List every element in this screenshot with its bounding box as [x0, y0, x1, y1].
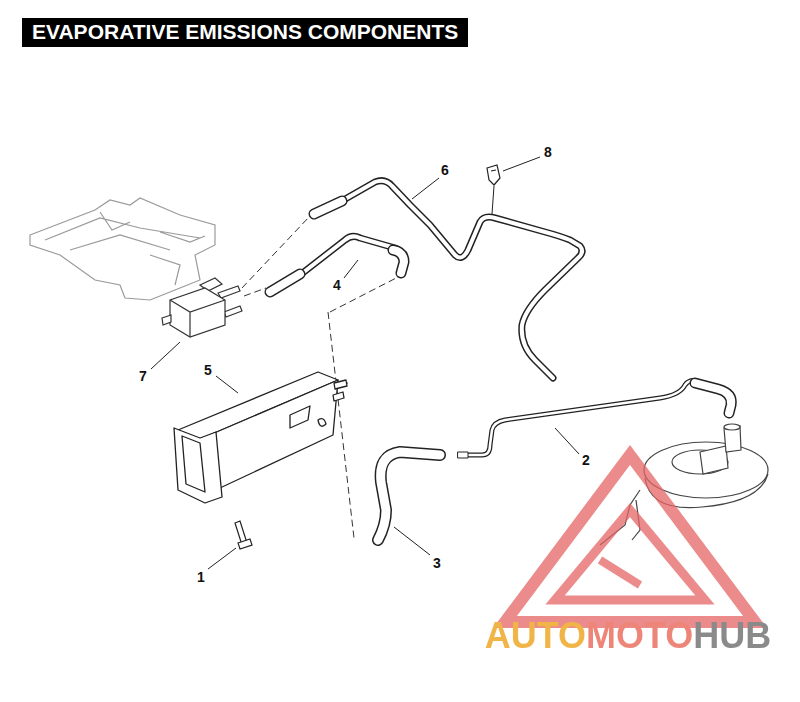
callout-number: 5: [204, 362, 212, 378]
leader-line: [412, 178, 439, 199]
canister-cap: [174, 428, 222, 503]
module-port: [724, 424, 740, 430]
clip-body: [487, 165, 500, 185]
callout-number: 4: [333, 277, 341, 293]
solenoid-port: [224, 306, 242, 317]
hose-sleeve: [270, 274, 300, 292]
canister-port: [334, 380, 347, 389]
purge-hose: [270, 236, 405, 292]
leader-lines: [151, 157, 579, 569]
hose-sleeve: [314, 201, 342, 214]
leader-line: [216, 376, 238, 393]
canister-hose: [378, 452, 440, 540]
hose-sleeve: [270, 274, 300, 292]
connector-clip: [487, 165, 500, 214]
bolt-head: [238, 539, 252, 549]
watermark-logo: [505, 455, 755, 622]
module-connector: [700, 446, 728, 474]
tube-outline: [318, 181, 582, 378]
tube-fill: [318, 181, 582, 378]
solenoid-port: [162, 315, 171, 325]
tube-outline: [378, 452, 440, 540]
canister-port: [318, 419, 326, 427]
callout-number: 7: [139, 368, 147, 384]
hose-sleeve: [314, 201, 342, 214]
canister-label: [290, 406, 310, 428]
hose-sleeve: [695, 383, 731, 413]
title-banner: EVAPORATIVE EMISSIONS COMPONENTS: [22, 18, 468, 47]
clip-detail: [491, 170, 496, 171]
hose-sleeve: [695, 383, 731, 413]
bracket-detail: [45, 212, 205, 285]
leader-line: [394, 527, 430, 555]
callout-number: 6: [441, 162, 449, 178]
callout-number: 8: [544, 144, 552, 160]
solenoid-edge: [170, 300, 225, 337]
logo-triangle: [555, 510, 705, 600]
canister-port: [333, 392, 344, 401]
leader-line: [555, 428, 579, 454]
pipe-fitting: [458, 452, 468, 458]
dashed-line: [244, 288, 266, 296]
hose-sleeve: [393, 250, 404, 273]
bolt: [235, 521, 252, 549]
ecm-bracket: [30, 198, 215, 300]
leader-line: [503, 157, 540, 171]
logo-stroke: [600, 560, 640, 585]
callout-number: 1: [197, 569, 205, 585]
vapor-tube: [314, 181, 582, 378]
solenoid-body: [170, 288, 225, 337]
logo-triangle: [505, 455, 755, 622]
cap-detail: [182, 436, 205, 492]
leader-line: [151, 342, 180, 369]
tube-fill: [378, 452, 440, 540]
bracket-outline: [30, 198, 215, 300]
purge-solenoid: [162, 278, 242, 337]
title-text: EVAPORATIVE EMISSIONS COMPONENTS: [32, 20, 458, 44]
callout-number: 2: [582, 452, 590, 468]
evap-canister: [174, 372, 347, 503]
hose-sleeve: [393, 250, 404, 273]
leader-line: [344, 260, 358, 278]
solenoid-port: [218, 286, 240, 298]
clip-line: [492, 186, 494, 214]
dashed-line: [330, 275, 402, 312]
watermark-text: AUTOMOTOHUB: [485, 616, 772, 656]
callout-number: 3: [433, 555, 441, 571]
leader-line: [208, 548, 236, 569]
